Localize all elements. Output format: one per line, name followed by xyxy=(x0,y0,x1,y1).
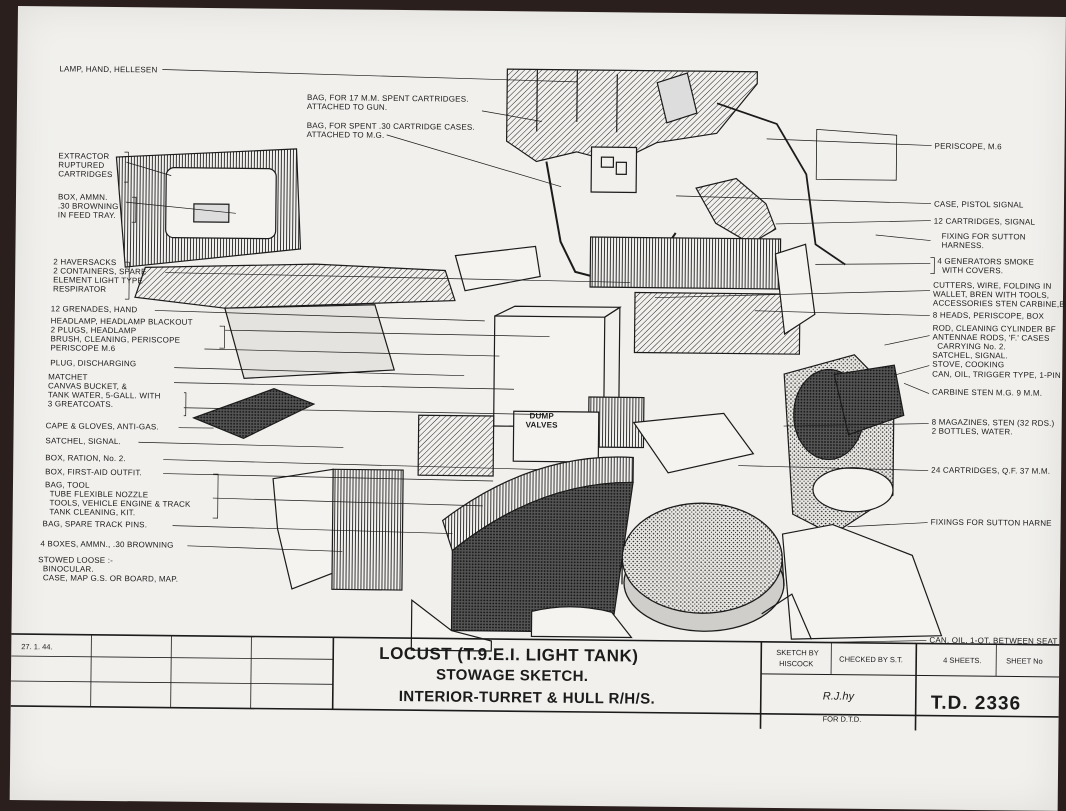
label-bag-track: BAG, SPARE TRACK PINS. xyxy=(43,519,148,529)
drawing-number: T.D. 2336 xyxy=(931,693,1022,716)
drawing-subtitle-1: STOWAGE SKETCH. xyxy=(436,666,589,685)
sheet-number-label: SHEET No xyxy=(1006,656,1043,665)
label-stowed-loose: STOWED LOOSE :- BINOCULAR. CASE, MAP G.S… xyxy=(38,555,178,583)
label-bag-17mm: BAG, FOR 17 M.M. SPENT CARTRIDGES. ATTAC… xyxy=(307,93,469,113)
checked-by: CHECKED BY S.T. xyxy=(839,655,903,665)
label-satchel-stove: SATCHEL, SIGNAL. STOVE, COOKING xyxy=(932,351,1008,370)
label-magazines: 8 MAGAZINES, STEN (32 RDS.) 2 BOTTLES, W… xyxy=(932,418,1055,437)
label-fixings-sutton-2: FIXINGS FOR SUTTON HARNE xyxy=(931,518,1052,528)
label-box-first-aid: BOX, FIRST-AID OUTFIT. xyxy=(45,467,142,477)
signature: R.J.hy xyxy=(823,690,854,702)
sketch-by-name: HISCOCK xyxy=(779,659,813,668)
seat-cushion xyxy=(621,502,784,632)
label-cartridges-24: 24 CARTRIDGES, Q.F. 37 M.M. xyxy=(931,466,1050,476)
sheet-count: 4 SHEETS. xyxy=(943,656,981,665)
label-satchel-signal: SATCHEL, SIGNAL. xyxy=(45,436,121,446)
label-haversacks: 2 HAVERSACKS 2 CONTAINERS, SPARE ELEMENT… xyxy=(53,257,147,294)
label-boxes-ammn: 4 BOXES, AMMN., .30 BROWNING xyxy=(40,539,173,549)
label-cartridges-signal: 12 CARTRIDGES, SIGNAL xyxy=(934,217,1036,227)
label-discharger: PLUG, DISCHARGING xyxy=(50,358,136,368)
label-bag-30: BAG, FOR SPENT .30 CARTRIDGE CASES. ATTA… xyxy=(307,121,475,141)
label-box-ammn-feed: BOX, AMMN. .30 BROWNING IN FEED TRAY. xyxy=(58,192,119,220)
for-dtd: FOR D.T.D. xyxy=(823,714,862,723)
label-rod-cleaning: ROD, CLEANING CYLINDER BF ANTENNAE RODS,… xyxy=(932,324,1056,352)
label-cutters: CUTTERS, WIRE, FOLDING IN WALLET, BREN W… xyxy=(933,281,1066,309)
label-extractor: EXTRACTOR RUPTURED CARTRIDGES xyxy=(58,151,113,179)
label-can-oil-1qt: CAN, OIL, 1-QT. BETWEEN SEAT xyxy=(929,636,1057,646)
label-grenades: 12 GRENADES, HAND xyxy=(51,304,138,314)
label-periscope: PERISCOPE, M.6 xyxy=(935,142,1002,152)
drawing-title: LOCUST (T.9.E.I. LIGHT TANK) xyxy=(379,644,638,667)
drawing-date: 27. 1. 44. xyxy=(21,642,52,651)
hull-left-wall xyxy=(112,147,457,591)
label-carbine: CARBINE STEN M.G. 9 M.M. xyxy=(932,388,1042,398)
dump-valves-stamp: DUMP VALVES xyxy=(526,411,558,429)
label-lamp: LAMP, HAND, HELLESEN xyxy=(59,64,157,74)
label-bag-tool: BAG, TOOL TUBE FLEXIBLE NOZZLE TOOLS, VE… xyxy=(45,480,191,518)
label-heads-periscope: 8 HEADS, PERISCOPE, BOX xyxy=(933,311,1044,321)
label-fixing-sutton-1: FIXING FOR SUTTON HARNESS. xyxy=(941,232,1025,251)
label-cape: CAPE & GLOVES, ANTI-GAS. xyxy=(46,421,159,431)
sketch-by-label: SKETCH BY xyxy=(776,648,819,657)
label-box-ration: BOX, RATION, No. 2. xyxy=(45,453,126,463)
label-matchet: MATCHET CANVAS BUCKET, & TANK WATER, 5-G… xyxy=(48,372,161,409)
drawing-subtitle-2: INTERIOR-TURRET & HULL R/H/S. xyxy=(399,688,655,708)
label-can-oil-trigger: CAN, OIL, TRIGGER TYPE, 1-PIN xyxy=(932,370,1061,380)
label-generators: 4 GENERATORS SMOKE WITH COVERS. xyxy=(937,257,1034,276)
label-headlamp: HEADLAMP, HEADLAMP BLACKOUT 2 PLUGS, HEA… xyxy=(50,316,192,353)
drawing-sheet: DUMP VALVES LAMP, HAND, HELLESEN EXTRACT… xyxy=(10,6,1066,811)
turret-upper xyxy=(505,69,897,265)
gun-and-racks xyxy=(418,160,907,535)
label-case-pistol: CASE, PISTOL SIGNAL xyxy=(934,200,1024,210)
